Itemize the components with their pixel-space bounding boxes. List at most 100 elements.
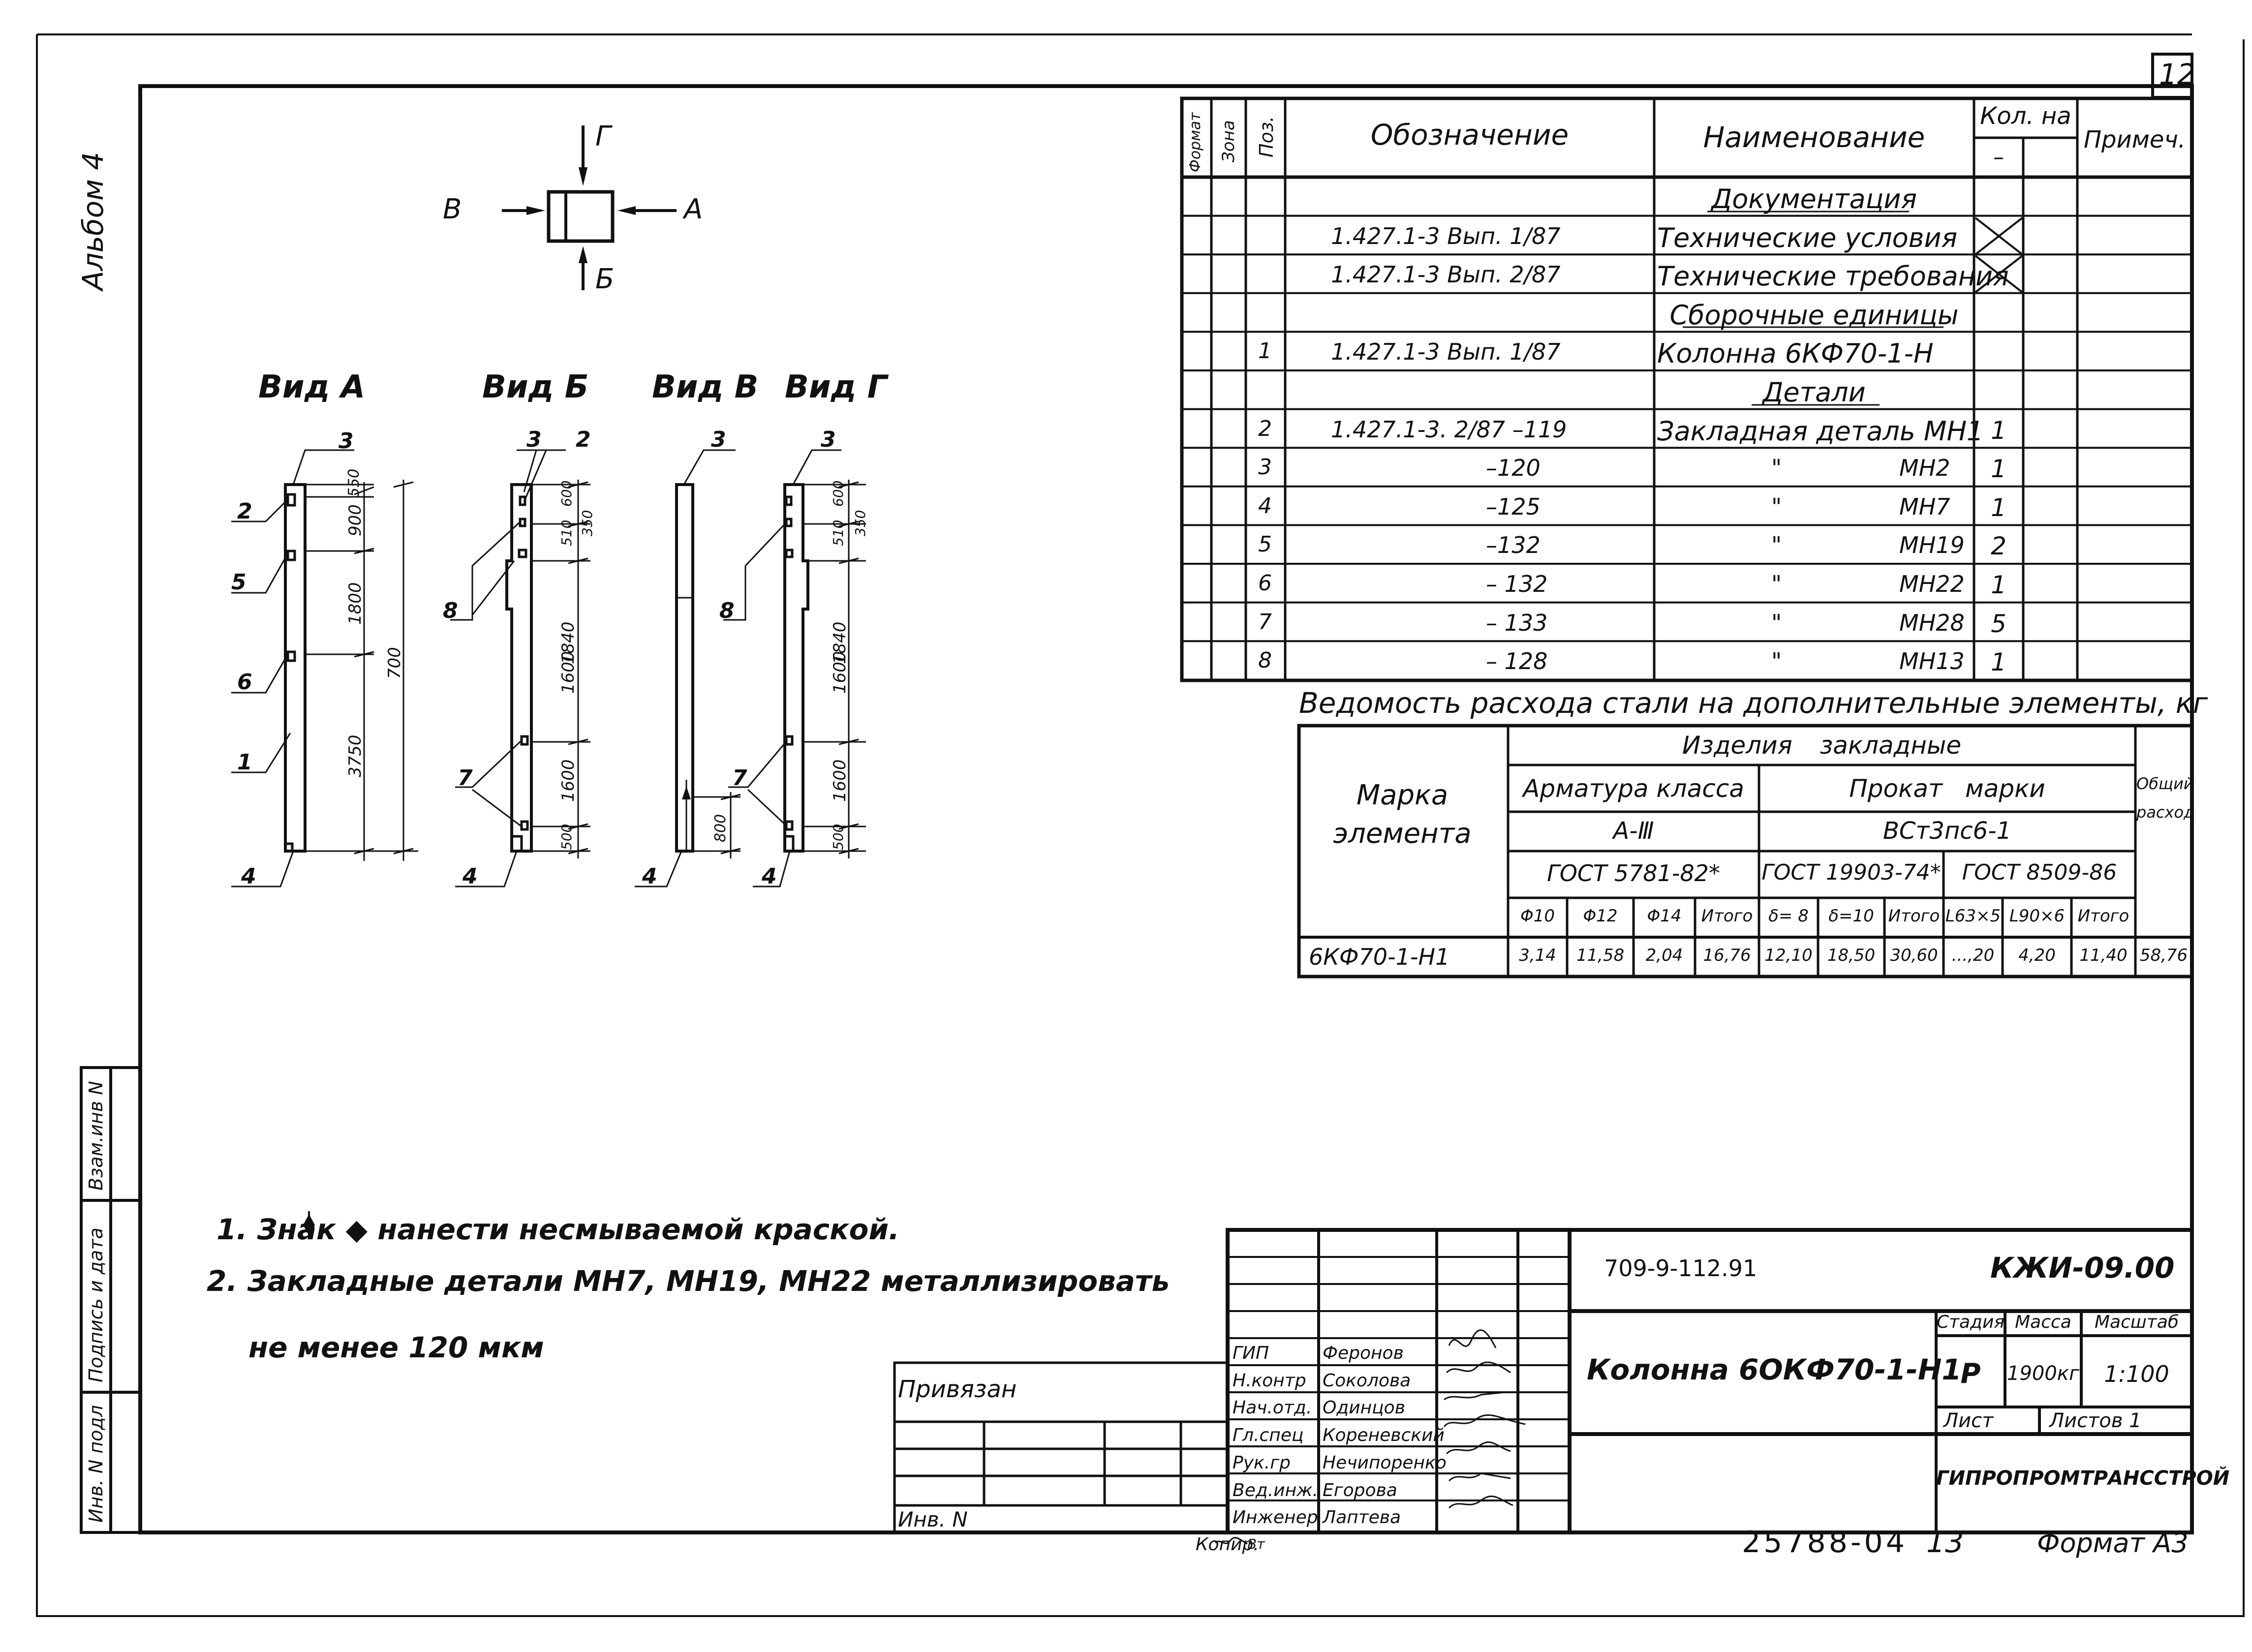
sheet-number-2: 13 <box>1926 1525 1964 1560</box>
steel-rolled-gost-2: ГОСТ 8509-86 <box>1962 860 2117 885</box>
steel-row-mark: 6КФ70-1-Н1 <box>1309 944 1450 970</box>
tb-project: 709-9-112.91 <box>1604 1255 1758 1282</box>
tb-role-name: Кореневский <box>1323 1425 1445 1446</box>
spec-row-name: Технические условия <box>1657 222 1958 253</box>
steel-col-header: Итого <box>2077 906 2129 926</box>
view-a-pos-1: 1 <box>237 750 252 775</box>
tb-scale: 1:100 <box>2104 1361 2169 1387</box>
view-v-pos-3: 3 <box>711 427 726 452</box>
spec-row-qty: 1 <box>1991 455 2006 484</box>
album-label: Альбом 4 <box>76 152 110 290</box>
steel-rolled: Прокат марки <box>1849 774 2045 803</box>
tb-role-name: Нечипоренко <box>1323 1452 1447 1473</box>
steel-col-header: L63×5 <box>1945 906 2001 926</box>
view-a-dim-900: 900 <box>345 504 365 536</box>
spec-row-section-title: Документация <box>1711 184 1917 214</box>
steel-col-header: L90×6 <box>2009 906 2065 926</box>
steel-col-header: Φ10 <box>1520 906 1555 926</box>
tb-role-name: Егорова <box>1323 1480 1397 1500</box>
tb-stage-label: Стадия <box>1936 1312 2005 1332</box>
signature-scribbles <box>1214 1329 1526 1545</box>
spec-header-format: Формат <box>1187 112 1204 172</box>
view-a-pos-6: 6 <box>237 670 252 695</box>
view-b-pos-3: 3 <box>526 427 542 452</box>
view-b-dim-500: 500 <box>558 824 575 850</box>
steel-col-header: Φ14 <box>1647 906 1682 926</box>
sheet-trim <box>36 34 2245 1617</box>
side-stamp-lines <box>80 1066 142 1534</box>
tb-sheet-label: Лист <box>1944 1409 1994 1432</box>
spec-row-mark: МН13 <box>1899 648 1965 675</box>
steel-total-label: Общий расход <box>2136 774 2195 822</box>
steel-row-value: 30,60 <box>1890 946 1938 965</box>
spec-row-mark: МН7 <box>1899 493 1950 520</box>
view-a-dim-550: 550 <box>345 468 363 497</box>
view-g-dim-350: 350 <box>852 510 868 536</box>
steel-row-value: 12,10 <box>1764 946 1813 965</box>
view-g-pos-8: 8 <box>719 598 735 623</box>
steel-rebar-class: Арматура класса <box>1523 774 1744 803</box>
spec-header-qty-sub: – <box>1993 145 2004 170</box>
tb-sheets-label: Листов 1 <box>2049 1409 2142 1432</box>
steel-row-value: 58,76 <box>2139 946 2188 965</box>
tb-role: Н.контр <box>1233 1370 1306 1391</box>
steel-table-lines <box>1297 724 2194 979</box>
spec-row-ditto: " <box>1771 648 1782 675</box>
spec-row-qty: 2 <box>1991 532 2006 561</box>
scheme-letter-b: Б <box>595 263 615 295</box>
steel-col-header: Φ12 <box>1583 906 1618 926</box>
view-v-dim-800: 800 <box>712 814 729 842</box>
spec-header-pos: Поз. <box>1256 116 1277 157</box>
spec-row-mark: МН19 <box>1899 532 1965 559</box>
steel-rebar-grade: А-Ⅲ <box>1613 817 1654 845</box>
spec-header-name: Наименование <box>1703 121 1925 154</box>
view-scheme <box>502 125 677 290</box>
spec-header-designation: Обозначение <box>1370 118 1569 152</box>
spec-header-note: Примеч. <box>2083 126 2186 153</box>
spec-header-qty: Кол. на <box>1980 102 2071 130</box>
copy-signature: Вт <box>1247 1536 1265 1552</box>
view-a-dim-1800: 1800 <box>345 582 365 625</box>
spec-row-mark: МН22 <box>1899 571 1965 597</box>
view-a-dim-3750: 3750 <box>345 734 365 777</box>
view-g-title: Вид Г <box>785 369 888 405</box>
spec-header-zone: Зона <box>1219 120 1238 162</box>
tb-role: Нач.отд. <box>1233 1398 1312 1418</box>
steel-col-header: δ=10 <box>1828 906 1874 926</box>
view-a-dim-700: 700 <box>385 647 404 679</box>
spec-row-designation: 1.427.1-3 Вып. 1/87 <box>1331 338 1561 366</box>
privyazan-label: Привязан <box>898 1376 1017 1403</box>
view-b-dim-510: 510 <box>558 520 575 546</box>
scheme-letter-v: В <box>443 193 462 225</box>
spec-row-designation: –125 <box>1486 493 1541 520</box>
steel-mark-label: Марка элемента <box>1333 779 1472 850</box>
steel-table-title: Ведомость расхода стали на дополнительны… <box>1299 686 2208 720</box>
view-b-pos-2: 2 <box>576 427 591 452</box>
privyazan-block-lines <box>893 1361 1229 1534</box>
spec-row-designation: 1.427.1-3 Вып. 2/87 <box>1331 261 1561 288</box>
view-b-dim-1600a: 1600 <box>558 651 578 694</box>
view-v-lines <box>635 449 741 887</box>
view-v-pos-4: 4 <box>642 864 657 889</box>
view-g-dim-510: 510 <box>830 520 846 546</box>
steel-row-value: 2,04 <box>1645 946 1683 965</box>
steel-row-value: 4,20 <box>2018 946 2056 965</box>
tb-scale-label: Масштаб <box>2094 1312 2179 1332</box>
view-b-pos-7: 7 <box>458 765 473 791</box>
tb-role-name: Одинцов <box>1323 1398 1405 1418</box>
view-g-dim-1600a: 1600 <box>830 651 850 694</box>
tb-org: ГИПРОПРОМТРАНССТРОЙ <box>1936 1467 2230 1490</box>
spec-row-designation: – 132 <box>1486 571 1548 597</box>
steel-col-header: Итого <box>1888 906 1940 926</box>
spec-table-lines <box>1180 96 2194 682</box>
tb-mass: 1900кг <box>2007 1362 2079 1385</box>
tb-code: КЖИ-09.00 <box>1990 1251 2175 1285</box>
spec-row-ditto: " <box>1771 493 1782 520</box>
view-b-dim-600: 600 <box>558 480 575 507</box>
title-block-lines <box>1226 1228 2194 1534</box>
tb-stage: Р <box>1960 1358 1981 1390</box>
view-b-dim-1600b: 1600 <box>558 759 578 802</box>
view-g-dim-1600b: 1600 <box>830 759 850 802</box>
spec-row-name: Колонна 6КФ70-1-Н <box>1657 338 1934 369</box>
